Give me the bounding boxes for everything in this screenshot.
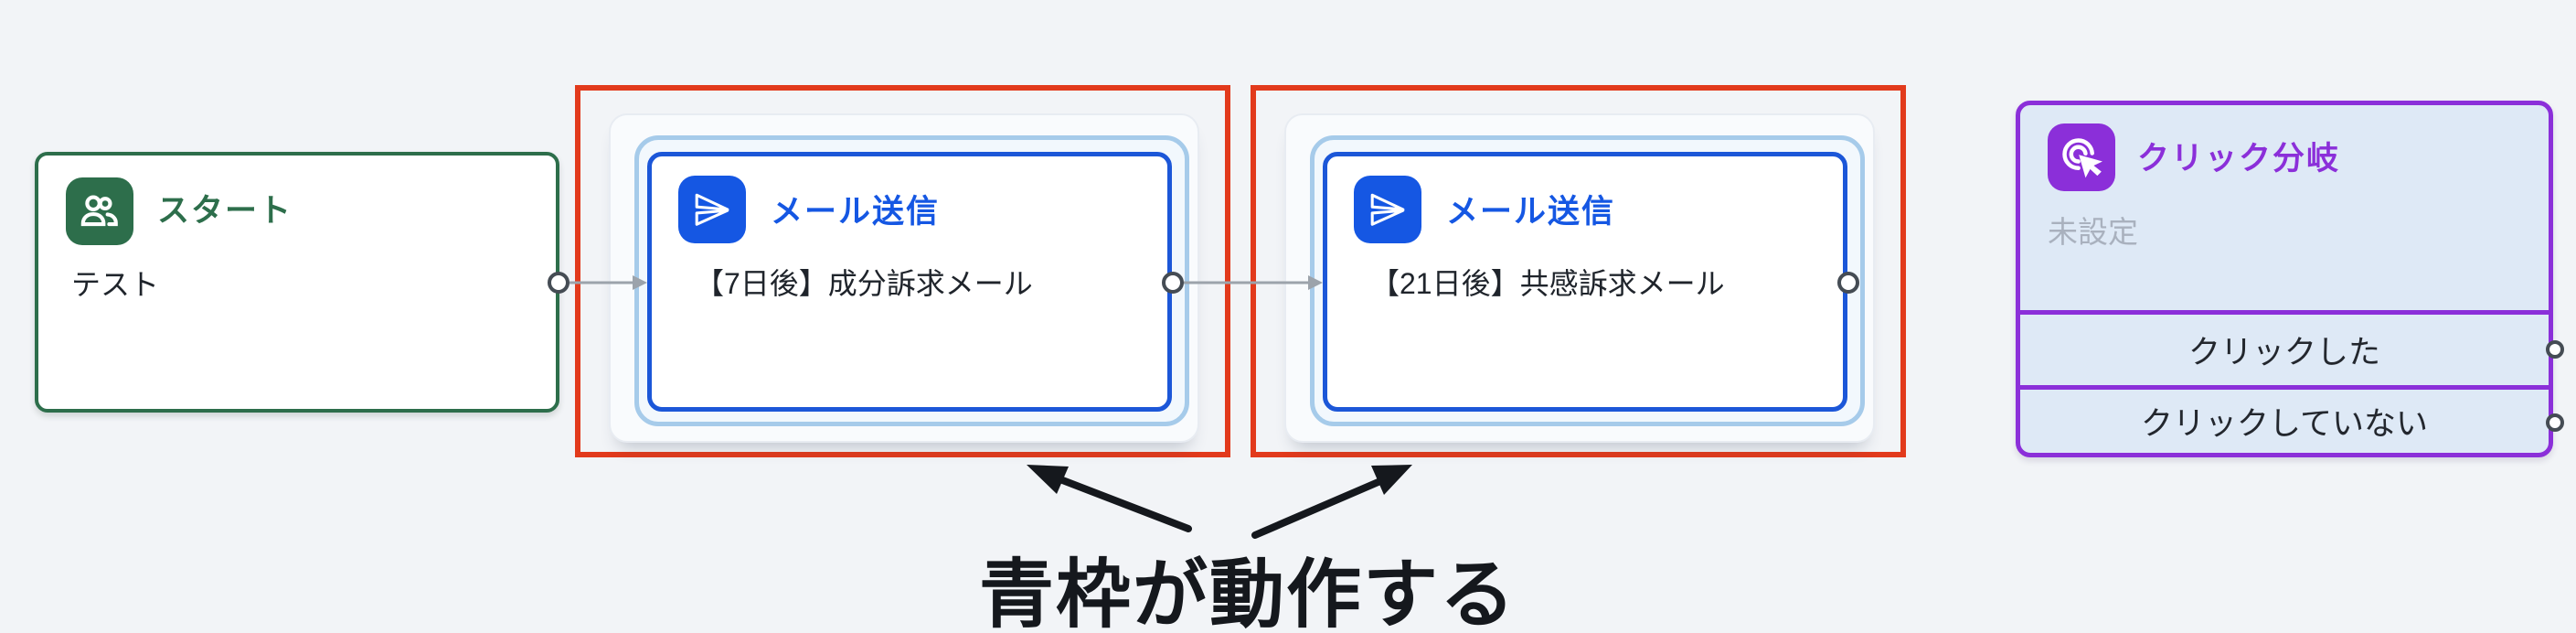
node-mail-2[interactable]: メール送信 【21日後】共感訴求メール <box>1323 152 1847 412</box>
people-icon <box>66 177 133 245</box>
node-click-branch-status: 未設定 <box>2048 215 2138 249</box>
highlight-frame-mail-2: メール送信 【21日後】共感訴求メール <box>1251 85 1906 457</box>
mail-node-selection-ring-2: メール送信 【21日後】共感訴求メール <box>1310 135 1865 426</box>
node-click-branch[interactable]: クリック分岐 未設定 クリックした クリックしていない <box>2016 101 2553 457</box>
node-click-branch-title: クリック分岐 <box>2137 141 2341 177</box>
annotation-arrow-left <box>1049 473 1192 532</box>
branch-row-clicked[interactable]: クリックした <box>2020 310 2549 385</box>
mail-node-selection-ring-1: メール送信 【7日後】成分訴求メール <box>634 135 1189 426</box>
node-start[interactable]: スタート テスト <box>35 152 559 413</box>
annotation-text: 青枠が動作する <box>978 553 1517 633</box>
node-mail-2-title: メール送信 <box>1446 194 1616 230</box>
node-mail-2-body: 【21日後】共感訴求メール <box>1370 267 1725 300</box>
highlight-frame-mail-1: メール送信 【7日後】成分訴求メール <box>575 85 1230 457</box>
node-start-title: スタート <box>157 193 293 229</box>
mail2-output-port[interactable] <box>1837 272 1859 294</box>
annotation-arrows <box>1027 465 1412 539</box>
node-start-body: テスト <box>71 268 160 301</box>
annotation-arrowhead-left <box>1027 465 1069 494</box>
branch-not-clicked-output-port[interactable] <box>2546 413 2564 432</box>
send-icon <box>678 176 746 243</box>
mail1-output-port[interactable] <box>1162 272 1184 294</box>
branch-row-not-clicked[interactable]: クリックしていない <box>2020 385 2549 453</box>
node-mail-1-body: 【7日後】成分訴求メール <box>695 267 1033 300</box>
start-output-port[interactable] <box>548 272 569 294</box>
node-mail-1-title: メール送信 <box>771 194 941 230</box>
send-icon <box>1354 176 1421 243</box>
click-icon <box>2048 123 2115 191</box>
annotation-arrow-right <box>1251 477 1384 539</box>
node-mail-1[interactable]: メール送信 【7日後】成分訴求メール <box>647 152 1172 412</box>
branch-clicked-output-port[interactable] <box>2546 340 2564 359</box>
mail-node-outer-1: メール送信 【7日後】成分訴求メール <box>609 113 1199 443</box>
mail-node-outer-2: メール送信 【21日後】共感訴求メール <box>1284 113 1875 443</box>
annotation-arrowhead-right <box>1371 465 1412 495</box>
